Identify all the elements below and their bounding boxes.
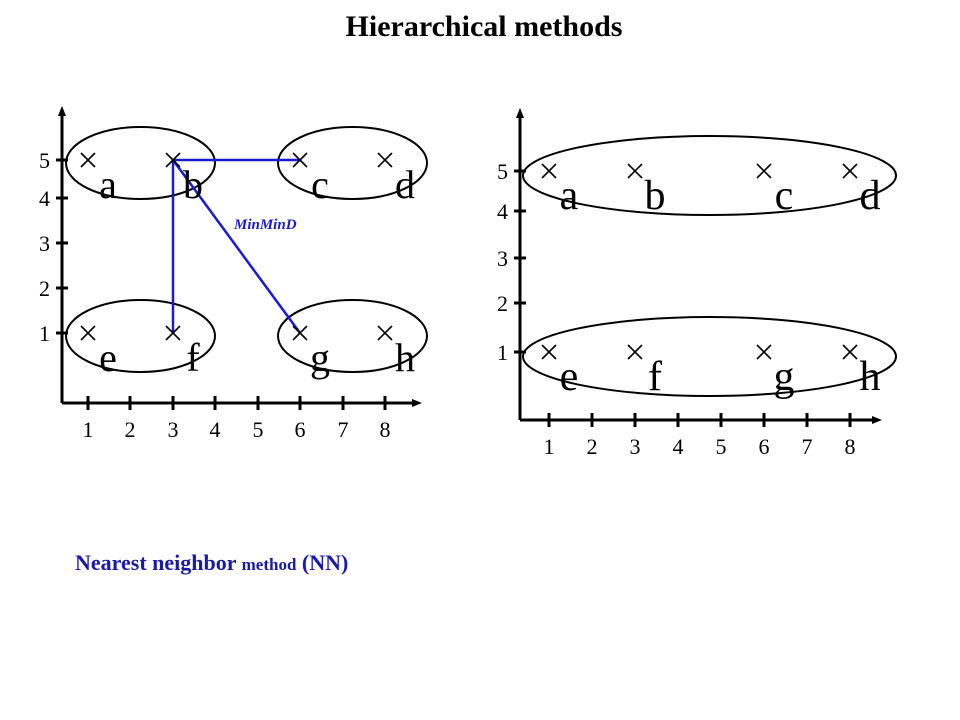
minmind-annotation: MinMinD <box>233 217 297 233</box>
left-y-tick-label: 2 <box>39 276 50 301</box>
right-point-d-marker <box>842 163 858 179</box>
left-cluster-gh <box>277 299 428 373</box>
right-x-tick-label: 1 <box>544 434 555 459</box>
right-y-tick-label: 1 <box>497 340 508 365</box>
left-point-c-marker <box>292 152 308 168</box>
right-y-tick-label: 3 <box>497 246 508 271</box>
right-x-axis-arrow <box>872 416 882 424</box>
left-point-c-label: c <box>311 162 329 207</box>
left-point-a-marker <box>80 152 96 168</box>
right-point-b-label: b <box>645 173 666 219</box>
left-point-e-label: e <box>99 335 117 380</box>
right-x-tick-label: 2 <box>587 434 598 459</box>
left-point-h-marker <box>377 325 393 341</box>
right-y-tick-label: 2 <box>497 291 508 316</box>
left-x-tick-label: 5 <box>253 417 264 442</box>
left-y-tick-label: 3 <box>39 231 50 256</box>
right-point-d-label: d <box>860 173 881 219</box>
right-x-tick-label: 5 <box>716 434 727 459</box>
left-x-tick-label: 8 <box>380 417 391 442</box>
right-y-tick-label: 5 <box>497 159 508 184</box>
caption: Nearest neighbor method (NN) <box>75 550 348 576</box>
left-point-b-marker <box>165 152 181 168</box>
left-y-tick-label: 1 <box>39 321 50 346</box>
right-point-b-marker <box>627 163 643 179</box>
left-point-f-marker <box>165 325 181 341</box>
left-point-d-marker <box>377 152 393 168</box>
right-point-f-label: f <box>648 354 662 400</box>
left-cluster-cd <box>277 126 428 200</box>
left-cluster-ef <box>65 299 216 373</box>
right-x-tick-label: 6 <box>759 434 770 459</box>
right-point-g-label: g <box>774 354 795 400</box>
left-x-axis-arrow <box>412 399 422 407</box>
left-point-g-label: g <box>310 335 330 380</box>
right-point-h-label: h <box>860 354 881 400</box>
left-point-g-marker <box>292 325 308 341</box>
link-b-g <box>171 159 302 334</box>
right-point-e-label: e <box>560 354 579 400</box>
right-point-h-marker <box>842 344 858 360</box>
page-title: Hierarchical methods <box>345 10 623 43</box>
right-y-axis-arrow <box>516 108 524 118</box>
caption-part3: (NN) <box>296 550 349 575</box>
right-point-f-marker <box>627 344 643 360</box>
right-cluster-efgh <box>522 316 897 397</box>
left-x-tick-label: 3 <box>168 417 179 442</box>
right-point-a-marker <box>541 163 557 179</box>
right-point-c-label: c <box>775 173 794 219</box>
right-x-tick-label: 3 <box>630 434 641 459</box>
left-x-tick-label: 7 <box>338 417 349 442</box>
left-point-h-label: h <box>395 335 415 380</box>
right-point-g-marker <box>756 344 772 360</box>
right-cluster-abcd <box>522 135 897 216</box>
right-point-c-marker <box>756 163 772 179</box>
caption-part2: method <box>241 555 297 574</box>
left-cluster-ab <box>65 126 216 200</box>
left-y-axis-arrow <box>58 106 66 116</box>
left-x-tick-label: 1 <box>83 417 94 442</box>
caption-part1: Nearest neighbor <box>75 550 242 575</box>
left-x-tick-label: 6 <box>295 417 306 442</box>
left-x-tick-label: 2 <box>125 417 136 442</box>
left-point-f-label: f <box>186 335 200 380</box>
right-point-a-label: a <box>560 173 579 219</box>
left-point-e-marker <box>80 325 96 341</box>
right-x-tick-label: 4 <box>673 434 684 459</box>
left-x-tick-label: 4 <box>210 417 221 442</box>
right-x-tick-label: 7 <box>802 434 813 459</box>
left-point-d-label: d <box>395 162 415 207</box>
right-point-e-marker <box>541 344 557 360</box>
right-y-tick-label: 4 <box>497 199 508 224</box>
left-point-b-label: b <box>183 162 203 207</box>
right-x-tick-label: 8 <box>845 434 856 459</box>
right-diagram: 1 2 3 4 5 6 7 8 1 2 3 4 5 a b c d e f g h <box>497 108 897 459</box>
left-point-a-label: a <box>99 162 117 207</box>
left-y-tick-label: 5 <box>39 148 50 173</box>
left-y-tick-label: 4 <box>39 186 50 211</box>
